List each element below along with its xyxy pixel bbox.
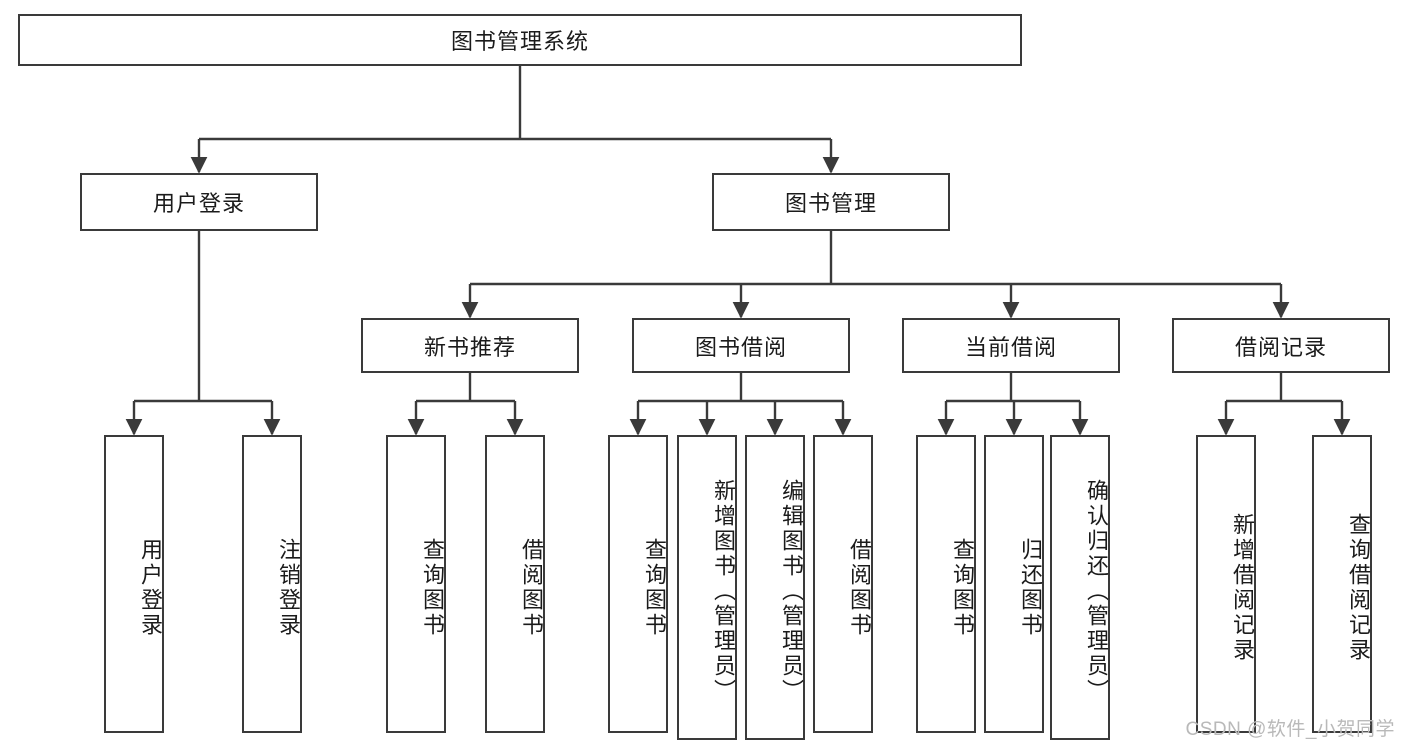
node-root[interactable]: 图书管理系统 xyxy=(18,14,1022,66)
node-leaf-query-book-1[interactable]: 查询图书 xyxy=(386,435,446,733)
node-label: 用户登录 xyxy=(138,538,163,638)
node-leaf-user-login[interactable]: 用户登录 xyxy=(104,435,164,733)
node-label: 新书推荐 xyxy=(423,334,516,360)
node-label: 当前借阅 xyxy=(964,334,1057,360)
node-label: 归还图书 xyxy=(1018,538,1043,638)
node-label: 图书管理系统 xyxy=(450,29,589,54)
node-label: 新增借阅记录 xyxy=(1230,513,1255,663)
node-leaf-query-book-3[interactable]: 查询图书 xyxy=(916,435,976,733)
node-leaf-add-book[interactable]: 新增图书（管理员） xyxy=(677,435,737,740)
node-current-borrow[interactable]: 当前借阅 xyxy=(902,318,1120,373)
node-leaf-add-record[interactable]: 新增借阅记录 xyxy=(1196,435,1256,733)
node-label: 查询图书 xyxy=(420,538,445,638)
node-leaf-borrow-book-1[interactable]: 借阅图书 xyxy=(485,435,545,733)
node-leaf-query-record[interactable]: 查询借阅记录 xyxy=(1312,435,1372,733)
node-label: 查询借阅记录 xyxy=(1346,513,1371,663)
node-label: 借阅图书 xyxy=(519,538,544,638)
node-leaf-confirm-return[interactable]: 确认归还（管理员） xyxy=(1050,435,1110,740)
node-label: 新增图书（管理员） xyxy=(711,479,736,704)
node-label: 图书借阅 xyxy=(694,334,787,360)
node-user-login[interactable]: 用户登录 xyxy=(80,173,318,231)
node-label: 查询图书 xyxy=(950,538,975,638)
node-leaf-borrow-book-2[interactable]: 借阅图书 xyxy=(813,435,873,733)
node-leaf-query-book-2[interactable]: 查询图书 xyxy=(608,435,668,733)
node-label: 图书管理 xyxy=(784,191,877,216)
node-label: 编辑图书（管理员） xyxy=(779,479,804,704)
node-leaf-return-book[interactable]: 归还图书 xyxy=(984,435,1044,733)
node-book-borrow[interactable]: 图书借阅 xyxy=(632,318,850,373)
node-label: 注销登录 xyxy=(276,538,301,638)
node-label: 确认归还（管理员） xyxy=(1084,479,1109,704)
node-label: 借阅记录 xyxy=(1234,334,1327,360)
node-new-book-rec[interactable]: 新书推荐 xyxy=(361,318,579,373)
node-label: 借阅图书 xyxy=(847,538,872,638)
node-leaf-user-logout[interactable]: 注销登录 xyxy=(242,435,302,733)
node-borrow-record[interactable]: 借阅记录 xyxy=(1172,318,1390,373)
node-label: 查询图书 xyxy=(642,538,667,638)
node-label: 用户登录 xyxy=(152,191,245,216)
node-leaf-edit-book[interactable]: 编辑图书（管理员） xyxy=(745,435,805,740)
node-book-manage[interactable]: 图书管理 xyxy=(712,173,950,231)
